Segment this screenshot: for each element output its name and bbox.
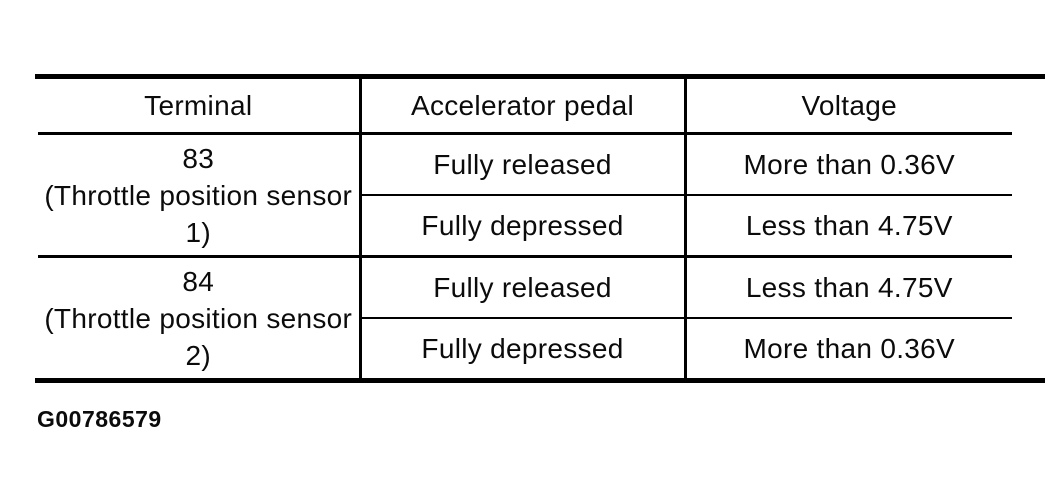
table-row-terminal-84-depressed: Fully depressed More than 0.36V [38,317,1012,378]
pedal-cell: Fully released [358,133,685,195]
header-terminal: Terminal [38,79,360,135]
table-bottom-rule [35,378,1045,383]
pedal-cell: Fully depressed [358,317,685,378]
table-header-row: Terminal Accelerator pedal Voltage [38,79,1012,135]
pedal-cell: Fully released [358,255,685,318]
figure-code: G00786579 [37,406,162,432]
voltage-cell: Less than 4.75V [683,194,1012,257]
terminal-84-cell: 84 (Throttle position sensor 2) [38,255,360,378]
voltage-cell: Less than 4.75V [683,255,1012,318]
table-top-rule [35,74,1045,79]
throttle-position-sensor-voltage-table: Terminal Accelerator pedal Voltage 83 (T… [38,79,1012,378]
table-row-terminal-84-released: 84 (Throttle position sensor 2) Fully re… [38,255,1012,378]
pedal-cell: Fully depressed [358,194,685,257]
voltage-cell: More than 0.36V [683,133,1012,195]
header-accelerator-pedal: Accelerator pedal [358,79,685,135]
voltage-cell: More than 0.36V [683,317,1012,378]
header-voltage: Voltage [683,79,1012,135]
table-row-terminal-83-depressed: Fully depressed Less than 4.75V [38,194,1012,257]
table-row-terminal-83-released: 83 (Throttle position sensor 1) Fully re… [38,133,1012,248]
terminal-83-cell: 83 (Throttle position sensor 1) [44,142,353,248]
